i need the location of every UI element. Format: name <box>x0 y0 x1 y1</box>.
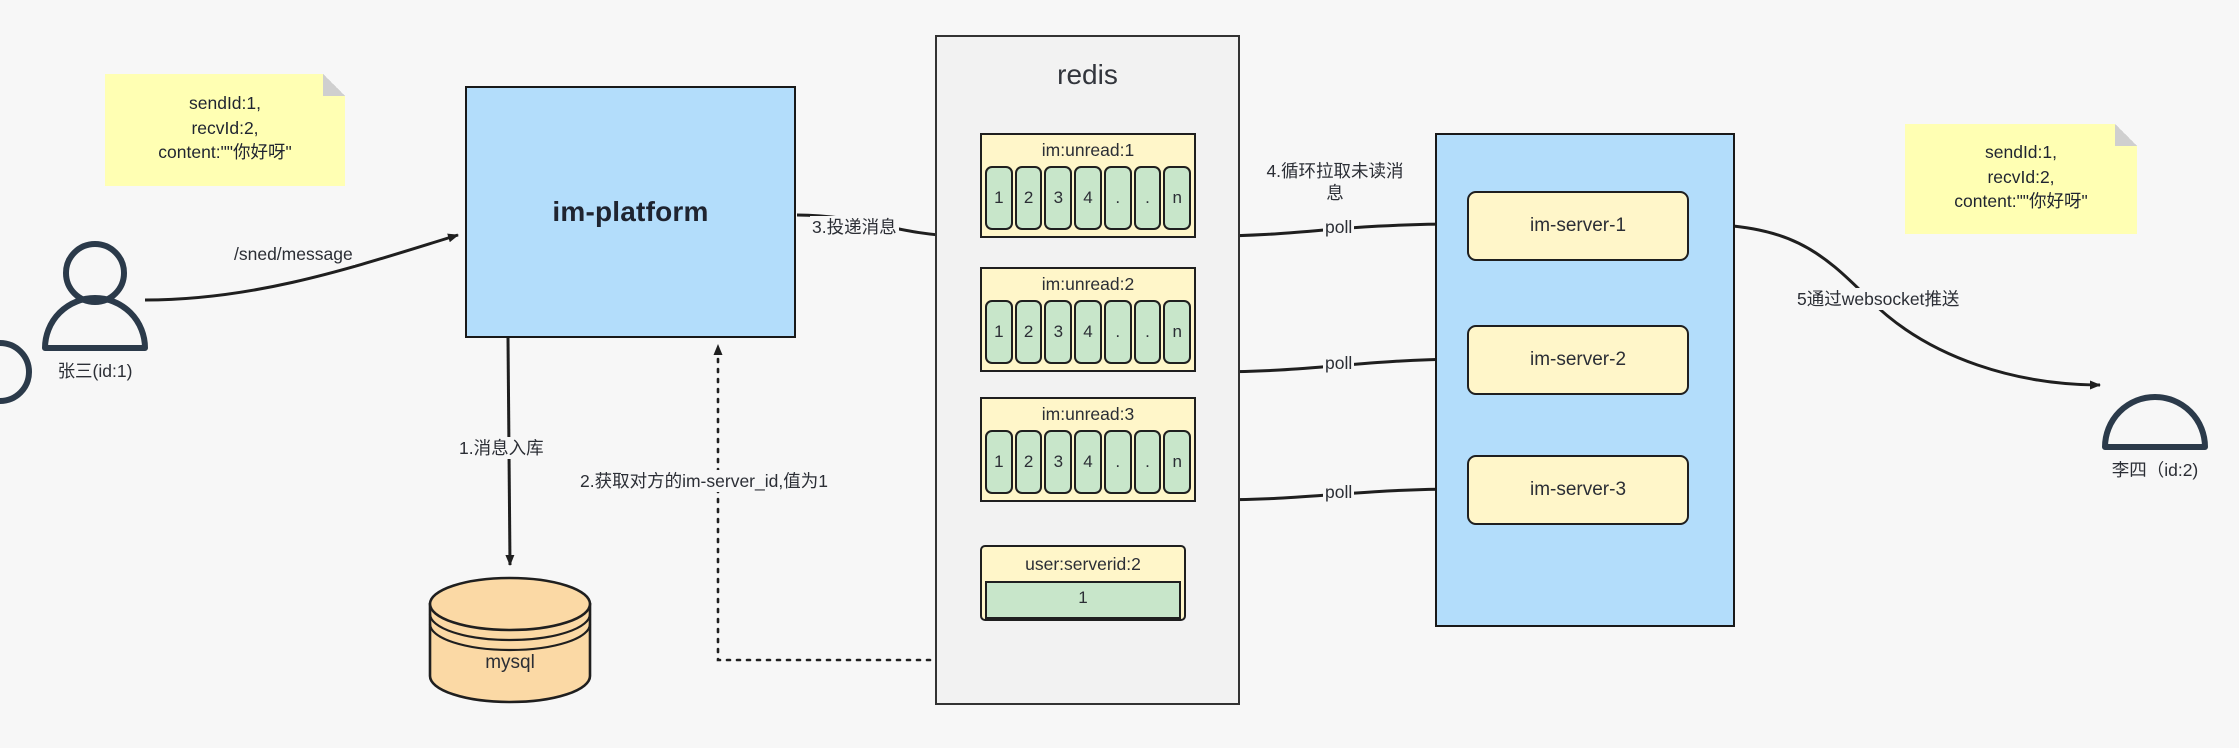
im-server-cluster: im-server-1 im-server-2 im-server-3 <box>1435 133 1735 627</box>
redis-cell: 2 <box>1014 430 1043 494</box>
redis-title: redis <box>1057 59 1118 90</box>
receiver-actor-label: 李四（id:2) <box>2111 460 2199 480</box>
redis-cell: 3 <box>1044 430 1073 494</box>
im-server-node-label: im-server-1 <box>1529 215 1627 236</box>
edge-label-step4: 4.循环拉取未读消 息 <box>1258 160 1412 205</box>
im-platform-box[interactable]: im-platform <box>465 86 796 338</box>
sticky-note-right: sendId:1, recvId:2, content:""你好呀" <box>1905 124 2137 234</box>
edge-label-send-message: /sned/message <box>232 243 355 266</box>
redis-list-key: im:unread:1 <box>1041 140 1135 160</box>
im-platform-label: im-platform <box>552 196 709 227</box>
redis-cell: n <box>1163 430 1192 494</box>
im-server-node-2[interactable]: im-server-2 <box>1467 325 1689 395</box>
redis-cell: . <box>1133 300 1162 364</box>
redis-kv-user-serverid-2[interactable]: user:serverid:2 1 <box>980 545 1186 621</box>
edge-label-step2: 2.获取对方的im-server_id,值为1 <box>578 470 830 493</box>
sticky-note-right-text: sendId:1, recvId:2, content:""你好呀" <box>1954 141 2088 212</box>
im-server-node-3[interactable]: im-server-3 <box>1467 455 1689 525</box>
redis-cell: . <box>1133 166 1162 230</box>
redis-list-im-unread-2[interactable]: im:unread:2 1 2 3 4 . . n <box>980 267 1196 372</box>
sticky-note-left-text: sendId:1, recvId:2, content:""你好呀" <box>158 92 292 163</box>
edge-label-poll-1: poll <box>1323 216 1355 239</box>
redis-cell: 3 <box>1044 166 1073 230</box>
sender-actor-label: 张三(id:1) <box>57 361 133 381</box>
edge-label-step5: 5通过websocket推送 <box>1795 288 1962 311</box>
redis-cell: . <box>1103 166 1132 230</box>
redis-cell: 1 <box>985 300 1013 364</box>
redis-list-im-unread-3[interactable]: im:unread:3 1 2 3 4 . . n <box>980 397 1196 502</box>
redis-cell: n <box>1163 166 1192 230</box>
redis-list-cells: 1 2 3 4 . . n <box>982 300 1194 367</box>
redis-cell: . <box>1103 300 1132 364</box>
mysql-label: mysql <box>485 652 535 673</box>
redis-kv-key: user:serverid:2 <box>1025 554 1141 574</box>
sender-actor: 张三(id:1) <box>20 358 170 383</box>
redis-cell: 1 <box>985 430 1013 494</box>
sender-actor-glyph <box>42 241 148 351</box>
redis-list-key: im:unread:2 <box>1041 274 1135 294</box>
edge-label-step1: 1.消息入库 <box>457 437 546 460</box>
redis-list-key: im:unread:3 <box>1041 404 1135 424</box>
note-fold-icon <box>2115 124 2137 146</box>
redis-cell: 4 <box>1074 430 1102 494</box>
redis-cell: 2 <box>1014 300 1043 364</box>
im-server-node-label: im-server-3 <box>1529 479 1627 500</box>
receiver-actor: 李四（id:2) <box>2080 457 2230 482</box>
redis-list-cells: 1 2 3 4 . . n <box>982 430 1194 497</box>
redis-cell: 1 <box>985 166 1013 230</box>
redis-list-im-unread-1[interactable]: im:unread:1 1 2 3 4 . . n <box>980 133 1196 238</box>
mysql-cylinder <box>428 576 592 704</box>
redis-cell: 4 <box>1074 166 1102 230</box>
note-fold-icon <box>323 74 345 96</box>
im-server-node-label: im-server-2 <box>1529 349 1627 370</box>
edge-label-poll-2: poll <box>1323 352 1355 375</box>
redis-kv-value: 1 <box>985 581 1181 619</box>
redis-cell: 2 <box>1014 166 1043 230</box>
redis-cell: 4 <box>1074 300 1102 364</box>
redis-list-cells: 1 2 3 4 . . n <box>982 166 1194 233</box>
redis-cell: 3 <box>1044 300 1073 364</box>
edge-label-step3: 3.投递消息 <box>810 216 899 239</box>
im-server-node-1[interactable]: im-server-1 <box>1467 191 1689 261</box>
redis-container: redis im:unread:1 1 2 3 4 . . n im:unrea… <box>935 35 1240 705</box>
sticky-note-left: sendId:1, recvId:2, content:""你好呀" <box>105 74 345 186</box>
redis-cell: . <box>1103 430 1132 494</box>
redis-cell: . <box>1133 430 1162 494</box>
edge-label-poll-3: poll <box>1323 481 1355 504</box>
redis-cell: n <box>1163 300 1192 364</box>
